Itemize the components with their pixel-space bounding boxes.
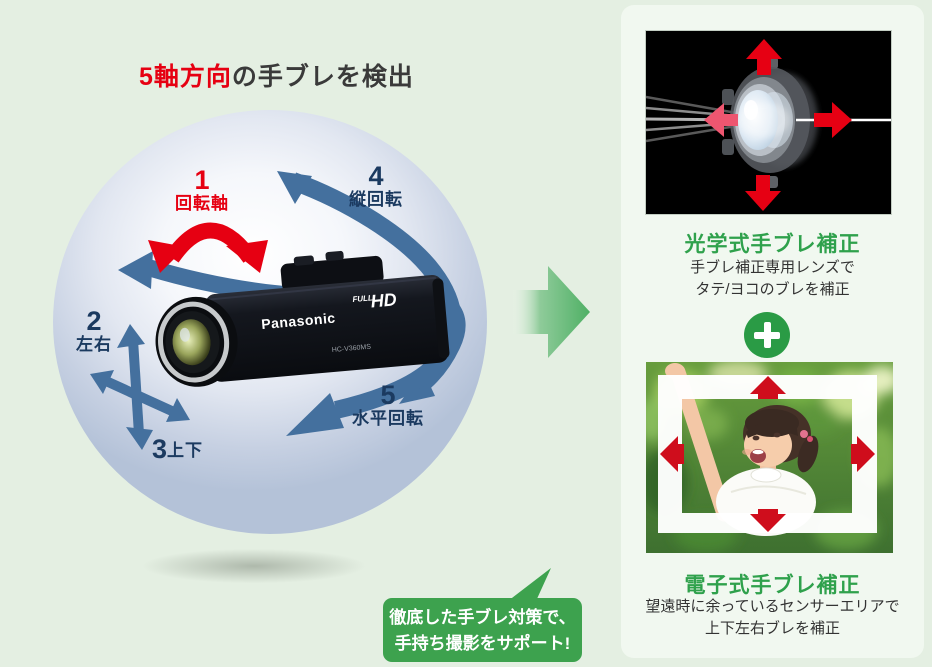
sensor-area-frame (658, 375, 877, 533)
lens-shift-arrows (704, 39, 852, 211)
camcorder: Panasonic FULL HD HC-V360MS (155, 250, 450, 387)
speech-bubble-tail (508, 568, 551, 601)
electronic-is-description: 望遠時に余っているセンサーエリアで 上下左右ブレを補正 (645, 598, 900, 637)
optical-is-title: 光学式手ブレ補正 (684, 233, 861, 256)
camcorder-body (205, 275, 449, 382)
title-rest: の手ブレを検出 (231, 63, 414, 91)
axis-label-up-down: 3上下 (152, 434, 204, 464)
arrow-right-icon (814, 102, 852, 138)
axis-label-left-right: 2 左右 (76, 306, 112, 354)
arrow-down-icon (745, 175, 781, 211)
arrow-left-icon (704, 103, 738, 137)
camcorder-brand-label: Panasonic (261, 310, 337, 332)
speech-bubble: 徹底した手ブレ対策で、 手持ち撮影をサポート! (383, 598, 582, 662)
sphere-shadow (138, 548, 370, 584)
arrow-right-icon (851, 436, 875, 472)
child-pigtail (797, 435, 819, 473)
electronic-is-title: 電子式手ブレ補正 (684, 574, 861, 597)
shift-cross-arrows (90, 324, 190, 450)
electronic-stabilizer-photo (636, 360, 900, 553)
lens-ring (158, 301, 230, 383)
arrow-up-icon (750, 376, 786, 399)
axis-label-horizontal-rotation: 5 水平回転 (352, 380, 424, 428)
axis-label-vertical-rotation: 4 縦回転 (349, 161, 403, 209)
pitch-arrowhead-bottom (286, 393, 344, 436)
title-highlight: 5軸方向 (139, 63, 232, 91)
sensor-shift-arrows (660, 376, 875, 532)
axis-label-roll: 1 回転軸 (175, 165, 229, 213)
arrow-down-icon (750, 509, 786, 532)
plus-icon (744, 312, 790, 358)
pitch-arrowhead-top (277, 171, 312, 204)
roll-arc-arrow (148, 222, 268, 273)
camcorder-hd-label: HD (370, 289, 398, 311)
page-title: 5軸方向の手ブレを検出 (139, 57, 414, 93)
optical-is-description: 手ブレ補正専用レンズで タテ/ヨコのブレを補正 (690, 259, 855, 298)
camcorder-model-label: HC-V360MS (332, 344, 372, 354)
optical-stabilizer-image (645, 30, 892, 215)
pitch-arc-arrow (277, 171, 462, 436)
green-arrow-right-icon (513, 266, 590, 358)
camcorder-full-label: FULL (352, 293, 373, 304)
arrow-up-icon (746, 39, 782, 75)
arrow-left-icon (660, 436, 684, 472)
yaw-arrowhead-left (118, 251, 153, 289)
